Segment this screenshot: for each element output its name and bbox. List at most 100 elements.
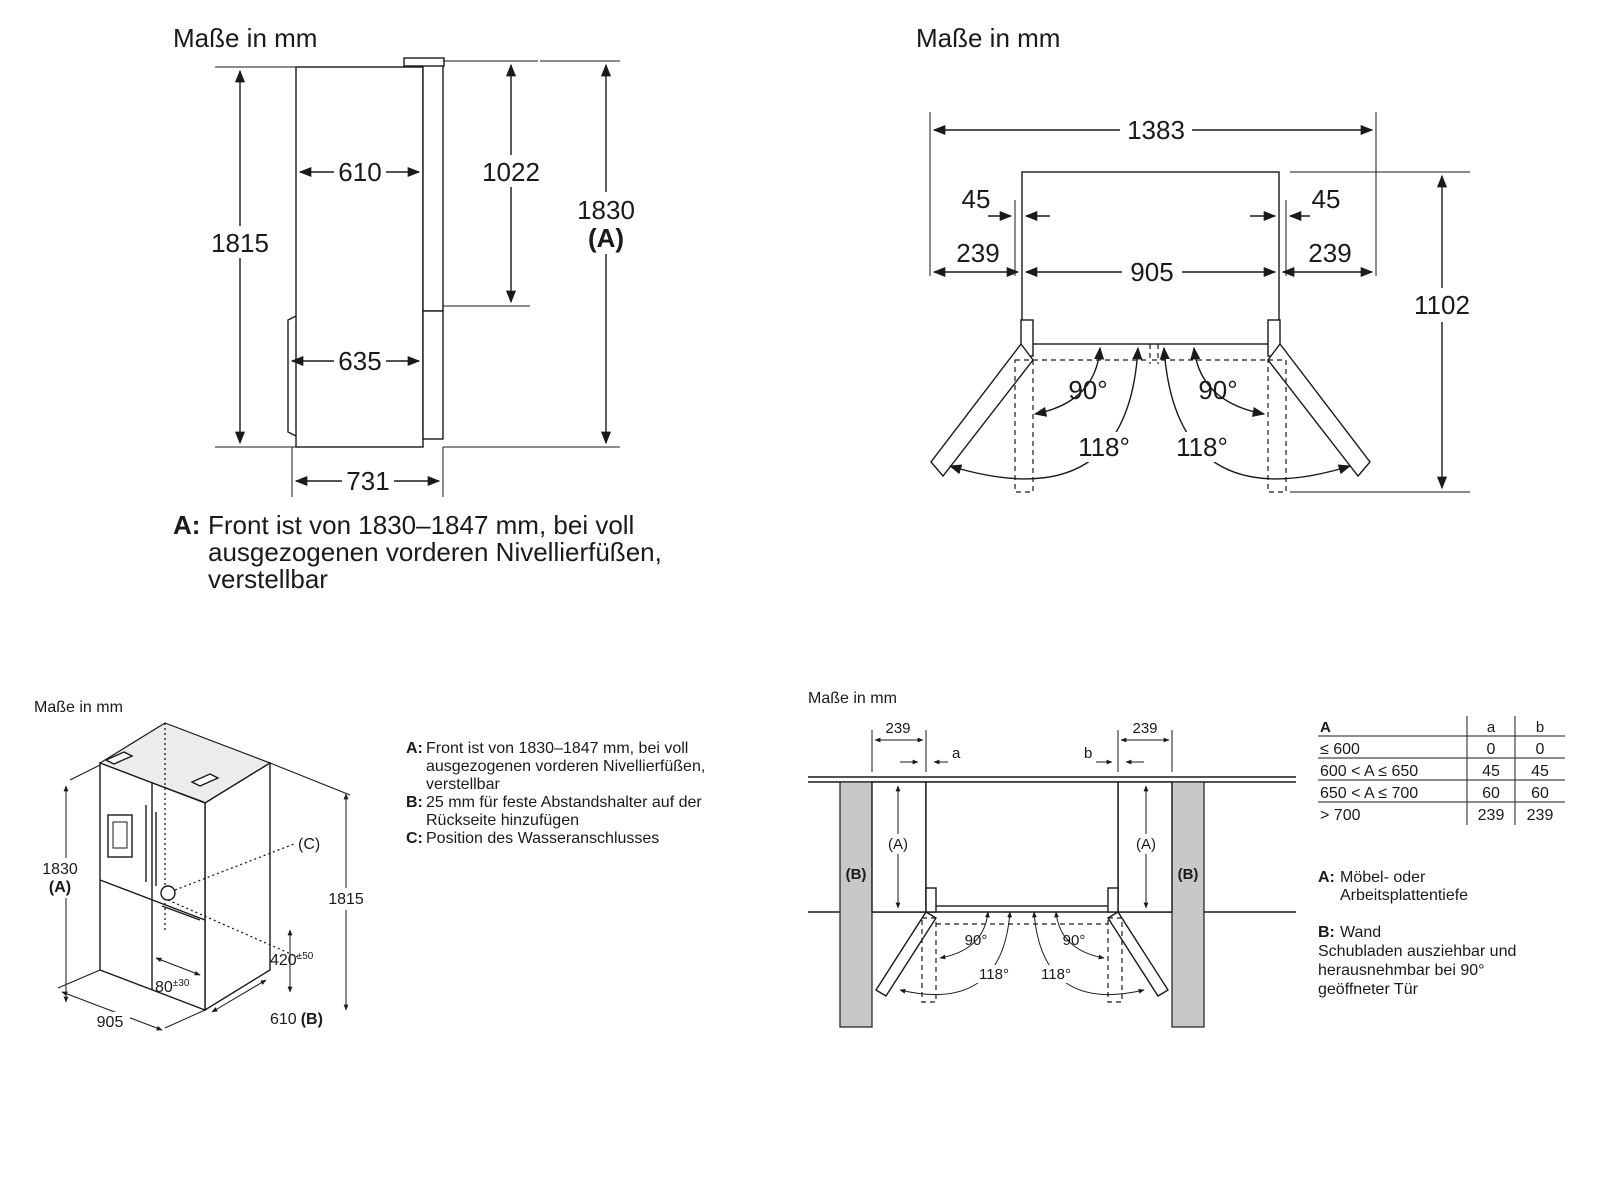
door-right-open xyxy=(1267,342,1371,478)
table-cell: > 700 xyxy=(1320,807,1361,824)
dim-1022-label: 1022 xyxy=(482,157,540,187)
legend-b-line1: Wand xyxy=(1340,924,1381,941)
wall-right xyxy=(1171,781,1205,1028)
niche-angle-90-right: 90° xyxy=(1063,932,1086,949)
iso-dim-1830-label: 1830 xyxy=(42,861,78,878)
panel-side-view: Maße in mm 1815 610 635 1022 xyxy=(173,23,662,594)
niche-angle-90-left: 90° xyxy=(965,932,988,949)
niche-label-b: b xyxy=(1084,745,1092,762)
iso-dim-420-label: 420±50 xyxy=(270,951,314,969)
angle-118-left-label: 118° xyxy=(1078,432,1130,462)
panel-top-view: Maße in mm 1383 45 45 xyxy=(916,23,1480,493)
panel-installation-niche: Maße in mm 239 a 239 xyxy=(808,690,1565,1028)
dim-line-iso-905 xyxy=(61,991,163,1031)
note-a-line2: ausgezogenen vorderen Nivellierfüßen, xyxy=(426,758,705,775)
door-left-open xyxy=(930,342,1034,478)
iso-dim-1830-ref: (A) xyxy=(49,879,71,896)
note-b-line2: Rückseite hinzufügen xyxy=(426,812,579,829)
dim-731-label: 731 xyxy=(346,466,389,496)
niche-label-B-left: (B) xyxy=(846,866,867,883)
note-a-line1: Front ist von 1830–1847 mm, bei voll xyxy=(426,740,688,757)
table-header-A: A xyxy=(1320,719,1331,736)
iso-dim-1815-label: 1815 xyxy=(328,891,364,908)
dim-1102-label: 1102 xyxy=(1414,290,1470,320)
label-c: (C) xyxy=(298,836,320,853)
hinge-cap xyxy=(403,57,445,67)
niche-legend: A: Möbel- oder Arbeitsplattentiefe B: Wa… xyxy=(1318,869,1516,998)
niche-angle-118-right: 118° xyxy=(1041,966,1071,983)
table-cell: 0 xyxy=(1487,741,1496,758)
note-a-key: A: xyxy=(406,740,423,757)
dim-239-right-label: 239 xyxy=(1308,238,1351,268)
dim-1815-label: 1815 xyxy=(211,228,269,258)
dim-1830-label: 1830 xyxy=(577,195,635,225)
niche-door-right xyxy=(1107,911,1169,997)
water-dispenser xyxy=(107,814,133,858)
dim-45-right-label: 45 xyxy=(1312,184,1341,214)
table-cell: 0 xyxy=(1536,741,1545,758)
niche-door-left xyxy=(875,911,937,997)
legend-b-key: B: xyxy=(1318,924,1335,941)
angle-90-right-label: 90° xyxy=(1198,375,1237,405)
dim-45-left-label: 45 xyxy=(962,184,991,214)
niche-label-B-right: (B) xyxy=(1178,866,1199,883)
panel2-heading: Maße in mm xyxy=(916,23,1060,53)
gap-table: A a b ≤ 600 0 0 600 < A ≤ 650 45 45 650 … xyxy=(1318,716,1565,825)
table-header-a: a xyxy=(1487,719,1496,736)
niche-angle-118-left: 118° xyxy=(979,966,1009,983)
arc-118-right xyxy=(1159,346,1352,480)
note-c-line1: Position des Wasseranschlusses xyxy=(426,830,659,847)
dim-635-label: 635 xyxy=(338,346,381,376)
panel4-heading: Maße in mm xyxy=(808,690,897,707)
panel1-note-line3: verstellbar xyxy=(208,564,328,594)
table-cell: 650 < A ≤ 700 xyxy=(1320,785,1418,802)
legend-a-key: A: xyxy=(1318,869,1335,886)
niche-label-A-right: (A) xyxy=(1136,836,1156,853)
niche-label-a: a xyxy=(952,745,961,762)
legend-b-line3: herausnehmbar bei 90° xyxy=(1318,962,1485,979)
note-b-key: B: xyxy=(406,794,423,811)
dim-905-label: 905 xyxy=(1130,257,1173,287)
table-cell: 60 xyxy=(1531,785,1549,802)
dim-1830-ref: (A) xyxy=(588,223,624,253)
dim-610-label: 610 xyxy=(338,157,381,187)
table-header-b: b xyxy=(1536,719,1544,736)
legend-b-line2: Schubladen ausziehbar und xyxy=(1318,943,1516,960)
legend-a-line2: Arbeitsplattentiefe xyxy=(1340,887,1468,904)
panel1-note-line2: ausgezogenen vorderen Nivellierfüßen, xyxy=(208,537,662,567)
niche-dim-239-right: 239 xyxy=(1132,720,1157,737)
iso-dim-610-label: 610(B) xyxy=(270,1011,323,1028)
lower-door-profile xyxy=(422,310,444,440)
panel3-notes: A: Front ist von 1830–1847 mm, bei voll … xyxy=(406,740,705,847)
upper-door-profile xyxy=(422,60,444,312)
rear-bump xyxy=(287,315,297,437)
table-cell: 45 xyxy=(1531,763,1549,780)
panel1-heading: Maße in mm xyxy=(173,23,317,53)
niche-label-A-left: (A) xyxy=(888,836,908,853)
table-cell: 239 xyxy=(1478,807,1505,824)
dim-239-left-label: 239 xyxy=(956,238,999,268)
panel3-heading: Maße in mm xyxy=(34,699,123,716)
table-cell: ≤ 600 xyxy=(1320,741,1360,758)
angle-118-right-label: 118° xyxy=(1176,432,1228,462)
niche-dim-239-left: 239 xyxy=(885,720,910,737)
table-cell: 60 xyxy=(1482,785,1500,802)
table-cell: 600 < A ≤ 650 xyxy=(1320,763,1418,780)
note-b-line1: 25 mm für feste Abstandshalter auf der xyxy=(426,794,702,811)
fridge-niche xyxy=(925,781,1119,907)
cabinet-side-face xyxy=(204,761,271,1012)
note-c-key: C: xyxy=(406,830,423,847)
iso-dim-905-label: 905 xyxy=(97,1014,124,1031)
arc-118-left xyxy=(948,346,1143,480)
drawer-split xyxy=(99,879,206,921)
legend-a-line1: Möbel- oder xyxy=(1340,869,1426,886)
angle-90-left-label: 90° xyxy=(1068,375,1107,405)
table-cell: 239 xyxy=(1527,807,1554,824)
dim-1383-label: 1383 xyxy=(1127,115,1185,145)
legend-b-line4: geöffneter Tür xyxy=(1318,981,1419,998)
note-a-line3: verstellbar xyxy=(426,776,500,793)
panel-isometric-view: Maße in mm (C) 1830 (A) xyxy=(34,699,705,1032)
table-cell: 45 xyxy=(1482,763,1500,780)
panel1-note-line1: Front ist von 1830–1847 mm, bei voll xyxy=(208,510,634,540)
